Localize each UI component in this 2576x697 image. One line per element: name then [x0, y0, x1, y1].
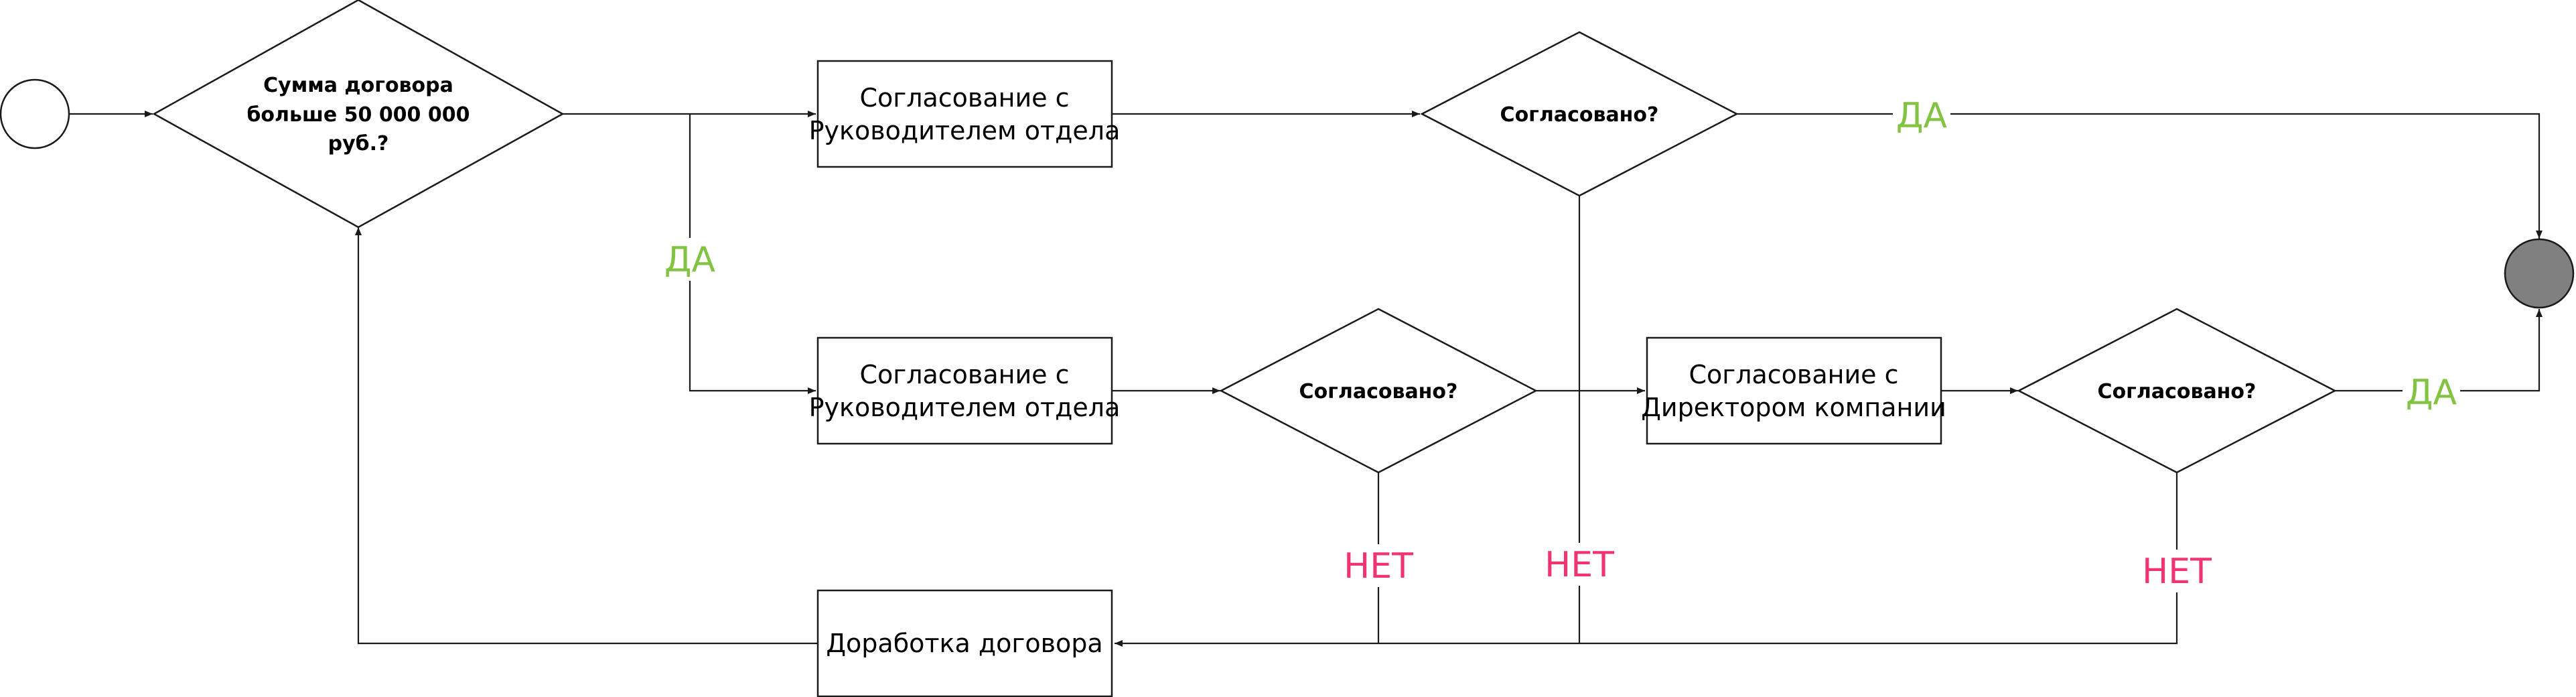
- r2-line-1: Согласование с: [859, 360, 1069, 389]
- d1-line-1: Сумма договора: [263, 74, 453, 97]
- decision-contract-amount: Сумма договора больше 50 000 000 руб.?: [152, 0, 565, 229]
- label-yes-bottom: ДА: [2406, 373, 2457, 413]
- edge-d1-to-r2: [689, 114, 816, 394]
- d4-label: Согласовано?: [2098, 380, 2257, 403]
- d2-label: Согласовано?: [1500, 103, 1659, 127]
- edges: [70, 111, 2543, 647]
- edge-r4-to-d1: [355, 227, 817, 645]
- r1-line-2: Руководителем отдела: [809, 116, 1121, 145]
- label-no-2: НЕТ: [1545, 545, 1614, 585]
- r1-line-1: Согласование с: [859, 83, 1069, 113]
- edge-labels: ДА ДА ДА НЕТ НЕТ НЕТ: [663, 94, 2460, 592]
- process-dept-head-approval-2: Согласование с Руководителем отдела: [809, 336, 1121, 445]
- label-no-3: НЕТ: [2142, 552, 2212, 592]
- label-yes-branch: ДА: [664, 240, 716, 280]
- process-contract-revision: Доработка договора: [816, 589, 1113, 697]
- d3-label: Согласовано?: [1299, 380, 1458, 403]
- r3-line-2: Директором компании: [1641, 393, 1946, 422]
- process-dept-head-approval-1: Согласование с Руководителем отдела: [809, 60, 1121, 168]
- d1-line-2: больше 50 000 000: [246, 103, 470, 127]
- d1-line-3: руб.?: [328, 132, 389, 155]
- edge-d4-no-to-r4: [1115, 471, 2178, 647]
- r4-line-1: Доработка договора: [826, 629, 1102, 658]
- process-director-approval: Согласование с Директором компании: [1641, 336, 1946, 445]
- label-no-1: НЕТ: [1344, 546, 1413, 586]
- label-yes-top: ДА: [1896, 96, 1948, 136]
- edge-d2-to-end: [1737, 113, 2543, 239]
- r2-line-2: Руководителем отдела: [809, 393, 1121, 422]
- end-event: [2504, 238, 2575, 309]
- start-event: [0, 78, 70, 149]
- decision-approved-2: Согласовано?: [1219, 308, 1538, 474]
- decision-approved-1: Согласовано?: [1420, 31, 1739, 197]
- r3-line-1: Согласование с: [1689, 360, 1898, 389]
- decision-approved-3: Согласовано?: [2017, 308, 2337, 474]
